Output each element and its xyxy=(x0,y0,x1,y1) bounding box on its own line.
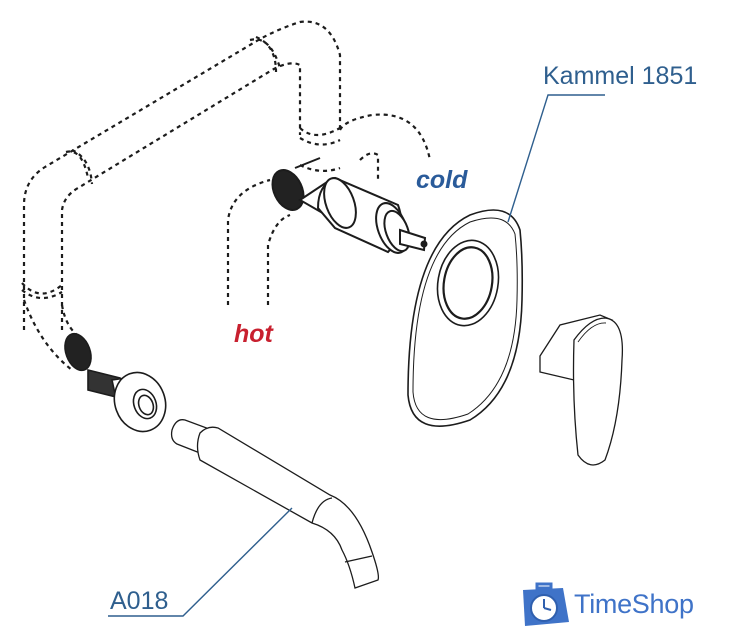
cover-plate xyxy=(407,209,524,427)
leader-lines xyxy=(108,94,605,617)
spout-connector xyxy=(64,332,167,433)
timeshop-logo: TimeShop xyxy=(517,578,737,630)
mixer-model-label: Kammel 1851 xyxy=(543,62,698,90)
logo-text: TimeShop xyxy=(574,589,694,619)
hot-label: hot xyxy=(234,320,273,348)
lever-handle xyxy=(539,314,624,466)
mixer-body xyxy=(271,157,428,254)
clock-bag-icon xyxy=(523,582,569,626)
cold-label: cold xyxy=(416,166,468,194)
spout xyxy=(170,419,380,589)
leader-kammel xyxy=(507,94,605,223)
concealed-pipework xyxy=(21,20,432,371)
leader-a018 xyxy=(108,507,293,617)
spout-model-label: A018 xyxy=(110,587,169,615)
